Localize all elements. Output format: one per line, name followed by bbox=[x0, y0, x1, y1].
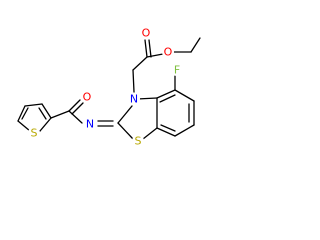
atom-label-o-carbonyl: O bbox=[142, 27, 151, 40]
bond-n-ch2 bbox=[132, 69, 135, 93]
bond-ch2-ch3 bbox=[190, 37, 201, 53]
bond-thiophene-to-carbonyl bbox=[50, 110, 70, 119]
bond-thiophene-c2-c3-b bbox=[21, 107, 29, 120]
atom-o-amide: O bbox=[81, 91, 93, 104]
bond-n3-c3a bbox=[136, 97, 158, 100]
atom-s-thiophene: S bbox=[28, 127, 40, 140]
bond-c7-c7a-a bbox=[156, 127, 176, 137]
bond-c3a-c4-b bbox=[159, 94, 176, 103]
bond-ester-c-o-single bbox=[146, 53, 164, 58]
bond-c7-c7a-b bbox=[160, 124, 176, 132]
atom-label-o-ester: O bbox=[164, 46, 173, 59]
bond-thiophene-c1-c2 bbox=[17, 120, 31, 132]
atom-s-thiazole: S bbox=[132, 135, 144, 148]
bond-c2-n3 bbox=[117, 105, 133, 124]
atom-o-carbonyl: O bbox=[140, 27, 152, 40]
bond-amide-c-o-a bbox=[68, 99, 81, 112]
atom-labels: S O N N S F O O bbox=[28, 27, 183, 148]
bond-thiophene-c4-c5-b bbox=[38, 107, 47, 120]
bond-ester-c-o-a bbox=[144, 39, 148, 58]
atom-label-n-imine: N bbox=[86, 118, 94, 131]
molecule-structure-diagram: S O N N S F O O bbox=[17, 27, 201, 148]
bond-lines bbox=[17, 37, 201, 140]
bond-thiophene-c3-c4 bbox=[24, 103, 43, 107]
bond-thiophene-c4-c5-a bbox=[41, 103, 52, 119]
bond-thiophene-c5-s bbox=[39, 117, 52, 132]
atom-label-s-thiazole: S bbox=[135, 135, 142, 148]
atom-f: F bbox=[171, 64, 183, 77]
atom-o-ester: O bbox=[162, 46, 174, 59]
bond-thiophene-c2-c3-a bbox=[17, 105, 26, 122]
bond-ch2-carbonyl-c bbox=[132, 56, 148, 71]
atom-label-o-amide: O bbox=[83, 91, 92, 104]
bond-c4-c5 bbox=[174, 89, 195, 102]
bond-s1-c7a bbox=[142, 127, 158, 140]
atom-n-ring: N bbox=[128, 93, 140, 106]
bond-amide-c-o-b bbox=[71, 102, 84, 115]
bond-c2-s1 bbox=[117, 122, 134, 140]
atom-label-f: F bbox=[174, 64, 180, 77]
bond-amide-c-n bbox=[68, 110, 83, 124]
atom-label-n-ring: N bbox=[130, 93, 138, 106]
bond-c3a-c4-a bbox=[156, 89, 176, 99]
bond-c6-c7 bbox=[174, 124, 195, 137]
bond-ester-c-o-b bbox=[148, 39, 152, 58]
atom-n-imine: N bbox=[84, 118, 96, 131]
atom-label-s-thiophene: S bbox=[31, 127, 38, 140]
